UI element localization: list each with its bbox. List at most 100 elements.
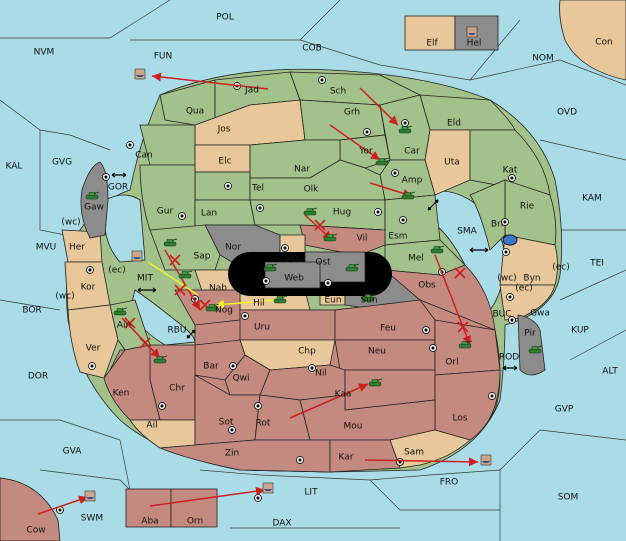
land-label-ost: Ost (315, 258, 331, 268)
province-nil[interactable] (259, 364, 346, 401)
land-label-uru: Uru (254, 323, 270, 333)
coast-label-ec2: (ec) (552, 263, 570, 273)
land-label-web: Web (284, 274, 304, 284)
province-orn[interactable] (170, 488, 218, 528)
coast-label-wc3: (wc) (497, 274, 516, 284)
army-unit[interactable] (528, 345, 543, 354)
land-label-nog: Nog (215, 306, 233, 316)
land-label-nil: Nil (315, 369, 327, 379)
land-label-jad: Jad (244, 86, 259, 96)
coast-label-wc2: (wc) (55, 292, 74, 302)
land-label-sam: Sam (404, 448, 424, 458)
army-unit[interactable] (263, 263, 278, 272)
land-label-cow: Cow (26, 526, 45, 536)
land-label-gaw: Gaw (84, 203, 104, 213)
land-label-gur: Gur (157, 207, 174, 217)
fleet-unit[interactable] (466, 26, 478, 38)
land-label-grh: Grh (344, 108, 360, 118)
province-zin[interactable] (159, 439, 331, 473)
army-unit[interactable] (85, 191, 100, 200)
land-label-yor: Yor (358, 147, 373, 157)
army-unit[interactable] (345, 263, 360, 272)
army-unit[interactable] (368, 378, 383, 387)
land-label-neu: Neu (368, 347, 386, 357)
land-label-car: Car (404, 147, 420, 157)
order-grh-yor (329, 124, 381, 161)
province-gur[interactable] (139, 164, 196, 231)
army-unit[interactable] (113, 307, 128, 316)
sea-label-mvu: MVU (36, 243, 57, 253)
army-unit[interactable] (401, 191, 416, 200)
land-label-uta: Uta (444, 158, 460, 168)
province-pir[interactable] (517, 314, 546, 376)
army-unit[interactable] (398, 125, 413, 134)
land-label-sap: Sap (194, 252, 211, 262)
sea-label-sma: SMA (457, 227, 477, 237)
land-label-mou: Mou (344, 422, 363, 432)
fleet-unit[interactable] (480, 454, 492, 466)
land-label-qwi: Qwi (233, 374, 250, 384)
land-label-jos: Jos (217, 125, 231, 135)
land-label-orl: Orl (445, 358, 458, 368)
order-aba-lit (149, 486, 266, 507)
sea-label-swm: SWM (81, 514, 103, 524)
land-label-esm: Esm (388, 232, 407, 242)
sea-label-gvp: GVP (555, 405, 574, 415)
crossing-arrows (111, 172, 518, 371)
army-unit[interactable] (458, 340, 473, 349)
province-uta[interactable] (424, 129, 471, 196)
province-kar[interactable] (329, 439, 401, 473)
army-unit[interactable] (323, 233, 338, 242)
province-cow[interactable] (0, 477, 61, 541)
fleet-unit[interactable] (131, 250, 143, 262)
army-unit[interactable] (375, 157, 390, 166)
coast-labels: (wc)(ec)(wc)(ec)(wc)(ec) (55, 218, 569, 302)
army-unit[interactable] (178, 270, 193, 279)
army-unit[interactable] (273, 295, 288, 304)
army-unit[interactable] (163, 238, 178, 247)
sea-label-fun: FUN (154, 52, 173, 62)
land-label-byn: Byn (523, 274, 540, 284)
sea-label-nom: NOM (532, 54, 554, 64)
order-hil-nog (214, 299, 279, 309)
province-tel[interactable] (194, 171, 251, 201)
province-bri[interactable] (469, 179, 506, 251)
province-con[interactable] (559, 0, 626, 81)
coast-label-wc1: (wc) (61, 218, 80, 228)
sea-label-fro: FRO (440, 478, 459, 488)
sea-label-gvg: GVG (52, 158, 72, 168)
sea-label-rbu: RBU (167, 326, 186, 336)
army-unit[interactable] (361, 293, 376, 302)
province-ken[interactable] (103, 344, 161, 421)
province-sap[interactable] (149, 224, 221, 271)
province-aba[interactable] (125, 488, 172, 528)
land-label-lan: Lan (201, 209, 217, 219)
land-label-chr: Chr (169, 384, 185, 394)
army-unit[interactable] (303, 207, 318, 216)
fleet-unit[interactable] (262, 482, 274, 494)
province-web[interactable] (264, 261, 321, 289)
army-unit[interactable] (205, 303, 220, 312)
land-label-kar: Kar (339, 453, 354, 463)
army-unit[interactable] (430, 245, 445, 254)
order-cow-swm (37, 495, 89, 515)
army-unit[interactable] (153, 355, 168, 364)
land-label-ain: Ain (117, 321, 131, 331)
fleet-unit[interactable] (134, 68, 146, 80)
sea-label-som: SOM (558, 493, 579, 503)
land-label-her: Her (69, 243, 85, 253)
land-label-sch: Sch (330, 87, 346, 97)
sea-label-alt: ALT (602, 367, 618, 377)
order-rot-kaa (289, 383, 369, 419)
land-label-zin: Zin (225, 449, 239, 459)
sea-label-mit: MIT (137, 274, 153, 284)
fleet-unit[interactable] (84, 490, 96, 502)
sea-label-gva: GVA (63, 447, 83, 457)
fleet-unit-blue[interactable] (502, 234, 518, 246)
sea-label-dax: DAX (272, 519, 291, 529)
province-ver[interactable] (67, 304, 119, 379)
province-sam[interactable] (389, 429, 471, 469)
land-label-chp: Chp (298, 347, 316, 357)
